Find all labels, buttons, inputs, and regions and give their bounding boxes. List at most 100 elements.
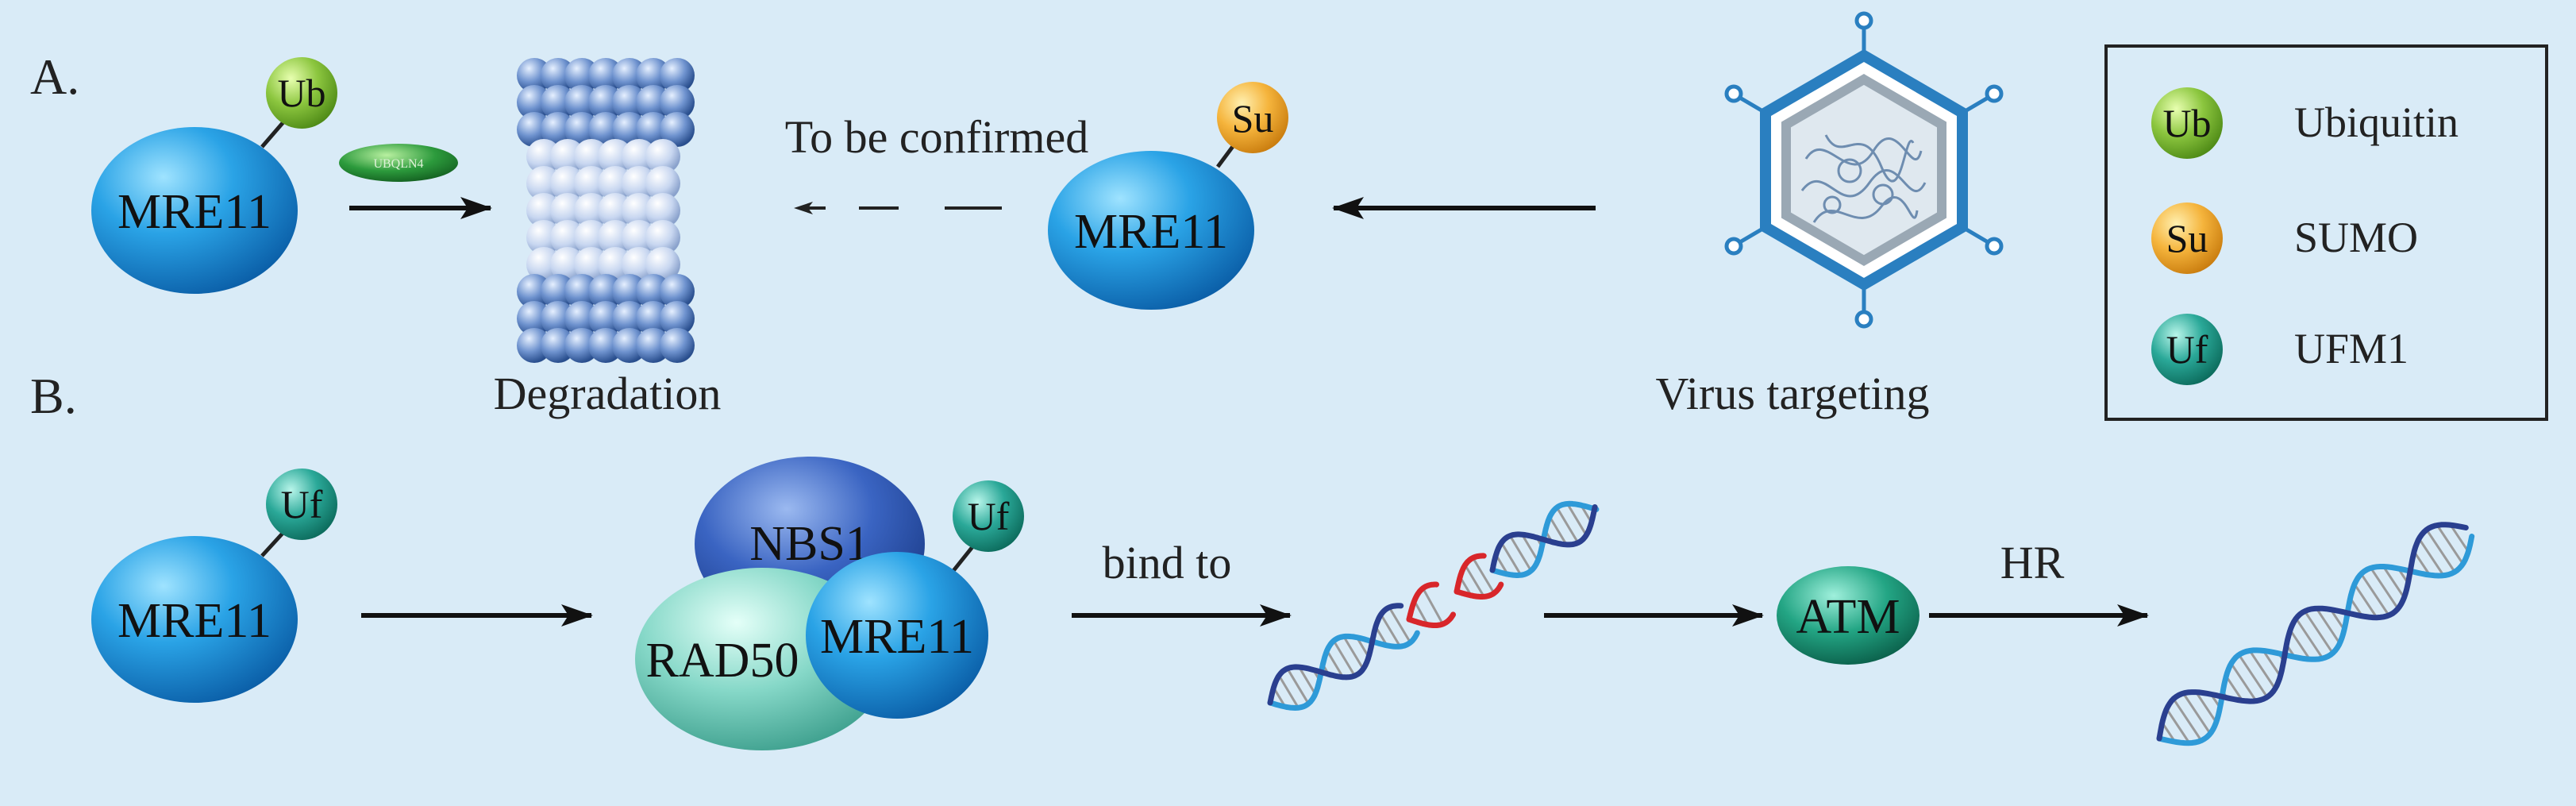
- proteasome-subunit: [660, 274, 695, 309]
- ufm1-tag-label: Uf: [281, 482, 323, 526]
- proteasome-subunit: [645, 193, 680, 228]
- proteasome-subunit: [660, 112, 695, 147]
- legend-swatch-sumo: [2151, 202, 2223, 274]
- repaired-dna: [2156, 522, 2475, 746]
- virus-genome: [1800, 134, 1927, 223]
- mre11-protein: [1048, 151, 1254, 310]
- legend-item-ufm1: Uf UFM1: [2151, 314, 2409, 385]
- dna-strand: [1489, 504, 1598, 573]
- legend-swatch-ubiquitin: [2151, 87, 2223, 159]
- dna-base-pair: [2412, 550, 2431, 576]
- bind-to-caption: bind to: [1103, 537, 1232, 588]
- dna-strand: [1406, 611, 1456, 628]
- legend: Ub Ubiquitin Su SUMO Uf UFM1: [2104, 44, 2548, 421]
- dna-base-pair: [1298, 666, 1317, 695]
- mre11-ubiquitinated: MRE11 Ub: [91, 57, 337, 294]
- dna-base-pair: [1555, 507, 1580, 544]
- panel-label-b: B.: [30, 368, 77, 424]
- dna-base-pair: [1464, 564, 1485, 598]
- dna-base-pair: [1500, 542, 1523, 576]
- ubiquitin-tag-label: Ub: [277, 71, 325, 115]
- sumo-tag-label: Su: [1232, 96, 1274, 141]
- dna-base-pair: [2166, 708, 2191, 744]
- mre11-label: MRE11: [117, 594, 271, 648]
- dna-base-pair: [2172, 698, 2203, 742]
- proteasome-subunit: [660, 328, 695, 363]
- atm-label: ATM: [1796, 590, 1900, 644]
- dna-base-pair: [2418, 538, 2445, 577]
- dna-base-pair: [1472, 557, 1496, 594]
- dna-base-pair: [1548, 516, 1568, 546]
- virus-spikes: [1724, 11, 2004, 329]
- dna-base-pair: [1422, 588, 1444, 625]
- ubiquitin-tag: [266, 57, 337, 129]
- proteasome-subunit: [660, 301, 695, 336]
- virus-targeting-caption: Virus targeting: [1656, 368, 1930, 419]
- dna-base-pair: [1388, 607, 1411, 643]
- virus-particle: [1724, 11, 2004, 329]
- legend-swatch-ufm1: [2151, 314, 2223, 385]
- dna-base-pair: [1566, 503, 1588, 536]
- legend-label-ufm1: UFM1: [2294, 325, 2409, 372]
- legend-item-ubiquitin: Ub Ubiquitin: [2151, 87, 2459, 159]
- sumo-tag: [1217, 82, 1288, 153]
- dna-base-pair: [1342, 635, 1365, 670]
- mre11-protein: [806, 552, 988, 719]
- dna-strand: [1454, 553, 1487, 595]
- dna-base-pair: [2370, 567, 2399, 610]
- dna-base-pair: [2353, 583, 2378, 619]
- mre11-protein: [91, 536, 298, 703]
- legend-item-sumo: Su SUMO: [2151, 202, 2418, 274]
- dna-strand: [1406, 581, 1439, 623]
- atm-protein: [1777, 566, 1919, 665]
- dna-base-pair: [2289, 629, 2311, 661]
- dna-base-pair: [2449, 524, 2470, 553]
- dna-base-pair: [2262, 650, 2281, 677]
- dna-base-pair: [2225, 675, 2244, 702]
- proteasome-subunit: [645, 247, 680, 282]
- to-be-confirmed-caption: To be confirmed: [785, 111, 1088, 163]
- dna-base-pair: [2382, 565, 2405, 599]
- mre11-protein: [91, 127, 298, 294]
- proteasome-subunit: [645, 166, 680, 201]
- proteasome: [517, 58, 695, 363]
- dashed-arrow: [794, 202, 1002, 214]
- dna-base-pair: [2315, 607, 2341, 644]
- broken-dna: [1267, 500, 1600, 712]
- rad50-label: RAD50: [646, 634, 799, 688]
- ubqln4-protein: [339, 144, 458, 182]
- mre11-label: MRE11: [820, 610, 974, 664]
- dna-base-pair: [1277, 674, 1300, 709]
- dna-base-pair: [2248, 650, 2277, 690]
- legend-box: [2104, 44, 2548, 421]
- dna-base-pair: [2182, 692, 2212, 735]
- dna-base-pair: [2238, 654, 2269, 698]
- dna-base-pair: [1332, 640, 1356, 677]
- dna-base-pair: [2295, 617, 2324, 659]
- dna-base-pair: [2304, 610, 2334, 654]
- dna-strand: [1454, 581, 1504, 600]
- ufm1-tag: [266, 469, 337, 540]
- dna-base-pair: [2230, 662, 2258, 702]
- nbs1-label: NBS1: [749, 517, 870, 571]
- legend-tag-ufm1: Uf: [2166, 327, 2208, 372]
- mre11-ufmylated: MRE11 Uf: [91, 469, 337, 703]
- mre11-label: MRE11: [117, 185, 271, 239]
- dna-base-pair: [1326, 650, 1344, 678]
- proteasome-subunit: [645, 139, 680, 174]
- dna-base-pair: [1521, 534, 1539, 561]
- dna-base-pair: [2329, 608, 2346, 631]
- dna-base-pair: [2161, 722, 2177, 743]
- dna-strand: [2156, 522, 2469, 742]
- proteasome-subunit: [660, 58, 695, 93]
- legend-tag-ubiquitin: Ub: [2162, 101, 2211, 145]
- dna-base-pair: [2195, 691, 2217, 723]
- ufm1-tag: [953, 480, 1024, 552]
- dna-strand: [1267, 630, 1420, 712]
- mre11-label: MRE11: [1074, 205, 1228, 259]
- dna-base-pair: [2425, 529, 2456, 573]
- proteasome-subunit: [645, 220, 680, 255]
- ubqln4-label: UBQLN4: [373, 157, 423, 171]
- legend-label-ubiquitin: Ubiquitin: [2294, 98, 2459, 146]
